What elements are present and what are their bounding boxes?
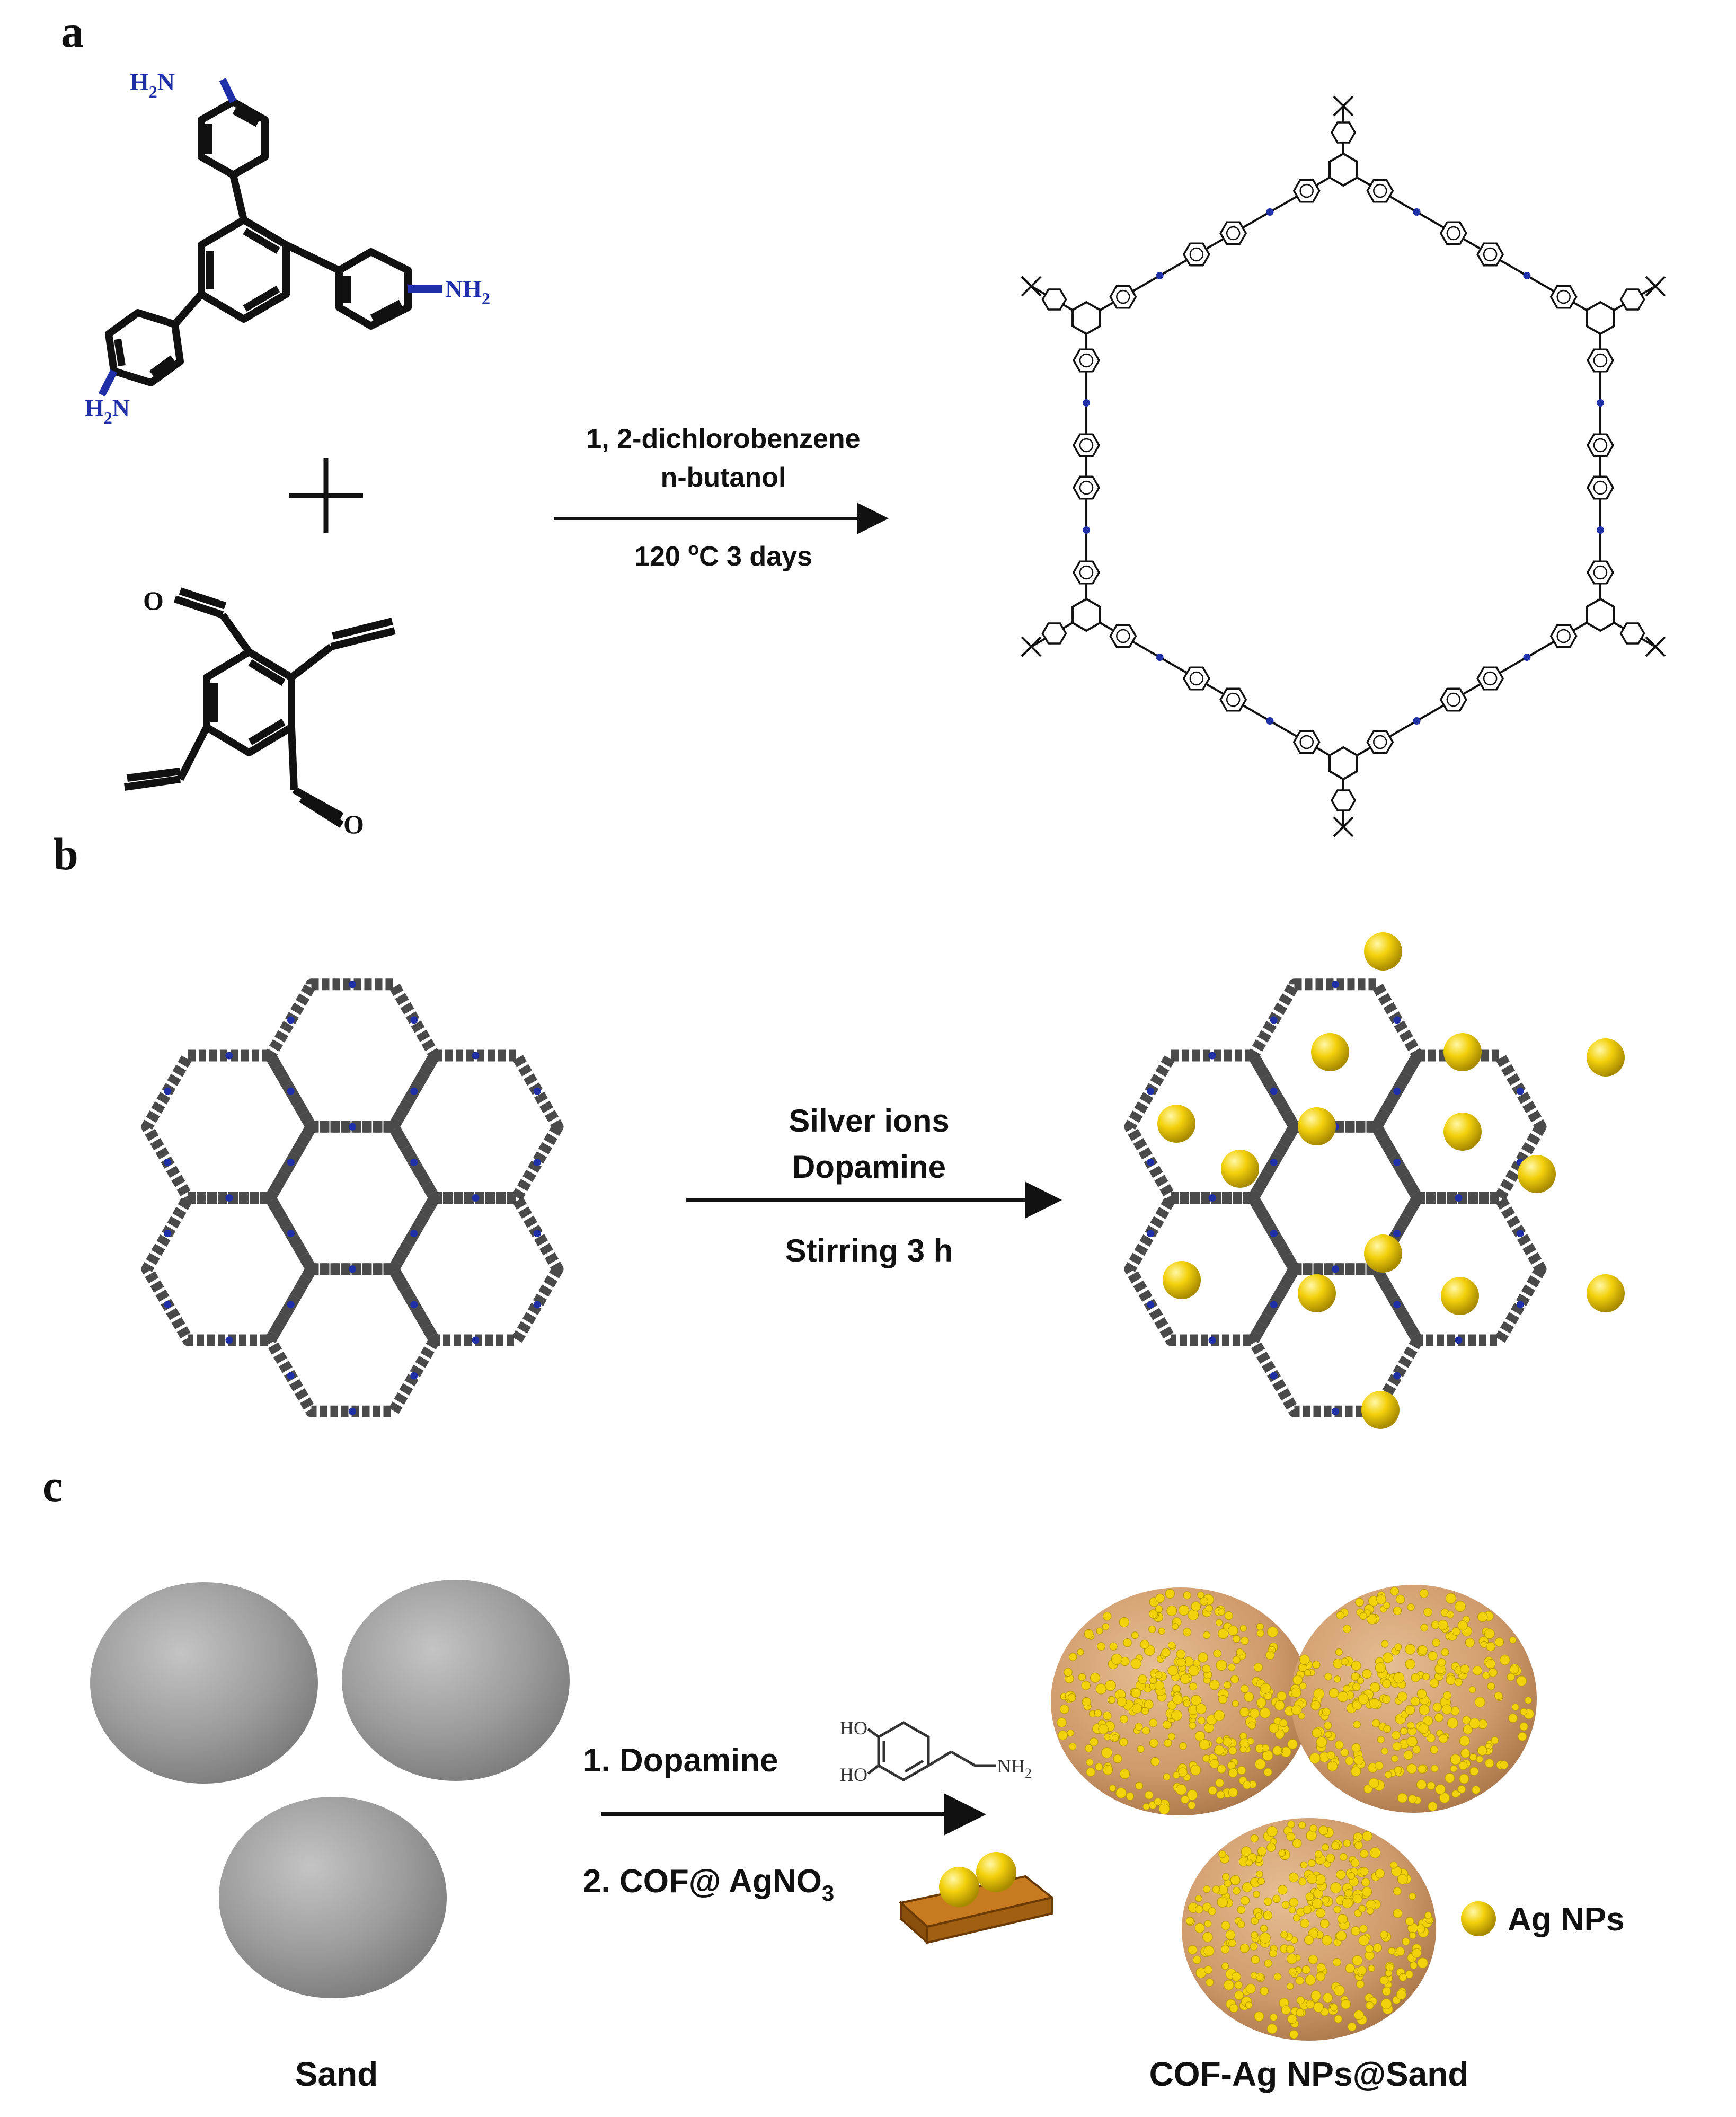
dopamine-structure (867, 1721, 996, 1781)
aldehyde-oxygen-top: O (143, 586, 164, 615)
panel-label-b: b (53, 828, 78, 879)
panel-label-a: a (61, 6, 84, 57)
amine-label-top: H2N (130, 68, 175, 101)
cof-lattice-pristine (141, 978, 564, 1417)
reaction-condition-dopamine: Dopamine (792, 1149, 946, 1185)
amine-label-left: H2N (85, 394, 130, 427)
coated-sand-caption: COF-Ag NPs@Sand (1149, 2055, 1469, 2093)
aldehyde-oxygen-bottom: O (343, 809, 364, 839)
amine-label-right: NH2 (445, 275, 490, 308)
reaction-condition-stirring: Stirring 3 h (785, 1233, 953, 1268)
step-1-dopamine: 1. Dopamine (583, 1742, 778, 1779)
dopamine-hydroxyl-2: HO (840, 1764, 867, 1785)
panel-label-c: c (42, 1460, 63, 1511)
dopamine-hydroxyl-1: HO (840, 1717, 867, 1739)
reaction-condition-silver-ions: Silver ions (789, 1103, 949, 1139)
dopamine-amine: NH2 (997, 1756, 1032, 1781)
reaction-condition-solvent-2: n-butanol (661, 462, 786, 493)
triamine-labels: H2N NH2 H2N (85, 68, 490, 427)
cof-plate-icon (898, 1852, 1055, 1945)
reaction-condition-solvent-1: 1, 2-dichlorobenzene (586, 424, 860, 454)
sand-grain-3 (219, 1797, 447, 1998)
plus-icon (289, 458, 363, 533)
sand-grains (90, 1580, 570, 1998)
sand-grain-2 (342, 1580, 570, 1781)
sand-caption: Sand (295, 2055, 378, 2093)
reaction-condition-temperature: 120 oC 3 days (634, 539, 812, 572)
cof-hexagon-structure (1021, 95, 1666, 837)
sand-grain-1 (90, 1582, 318, 1784)
ag-np-legend-label: Ag NPs (1508, 1901, 1624, 1938)
dialdehyde-monomer (124, 587, 396, 828)
triamine-monomer (98, 77, 442, 397)
silver-nanoparticles-on-lattice (1157, 932, 1625, 1429)
silver-nanoparticle-coating (1057, 1586, 1534, 2039)
ag-np-legend-icon (1461, 1901, 1496, 1936)
step-2-cof-agno3: 2. COF@ AgNO3 (583, 1863, 834, 1906)
